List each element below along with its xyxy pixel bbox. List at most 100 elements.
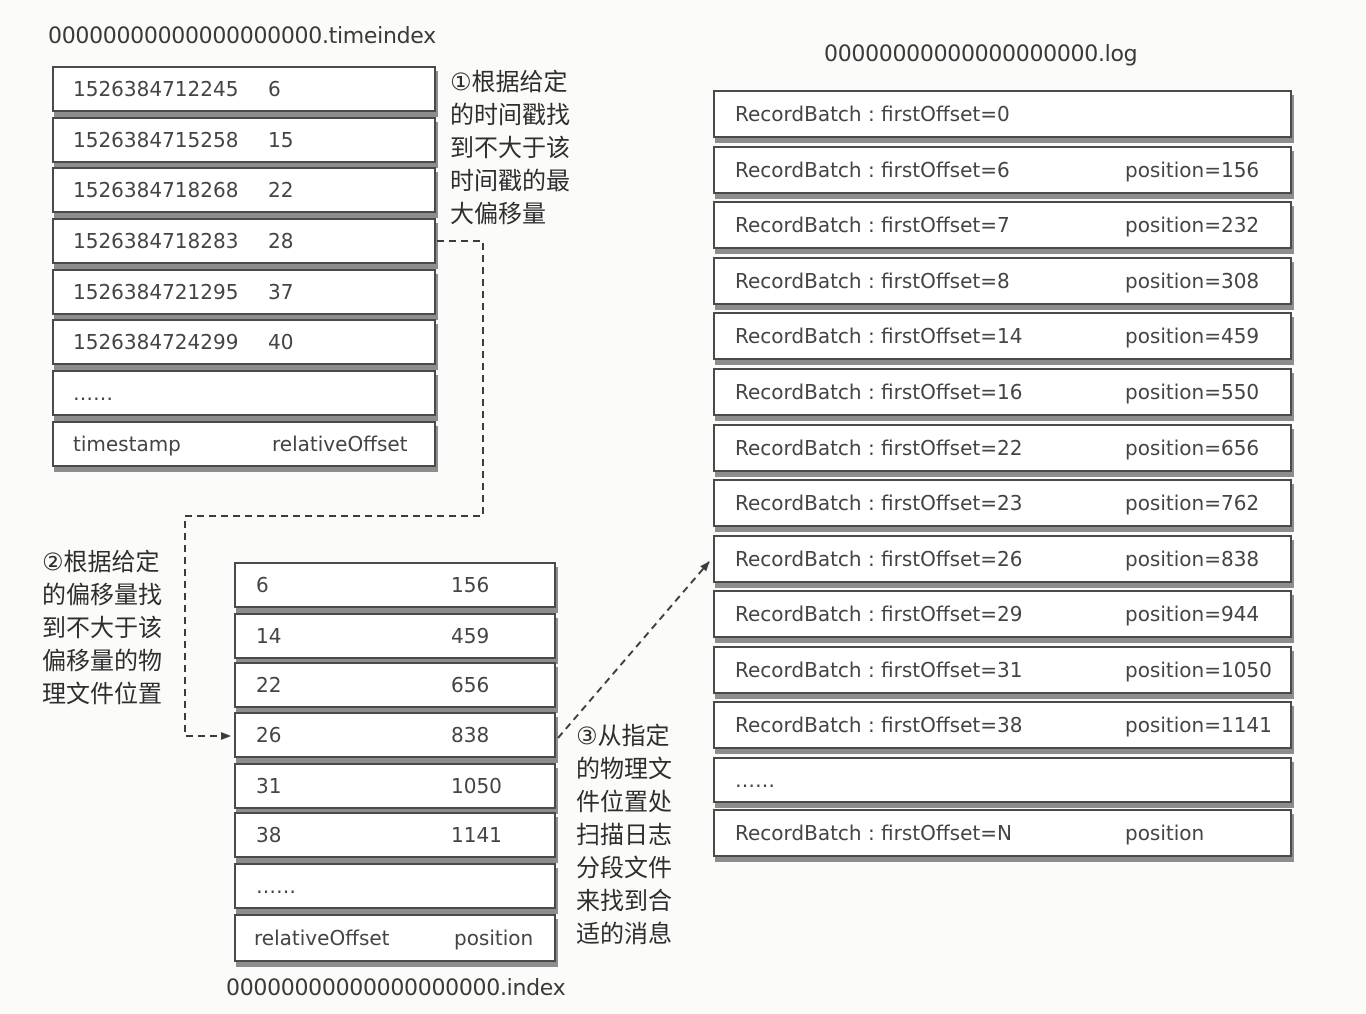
position-cell: 1141 xyxy=(451,823,502,847)
timeindex-row: 1526384715258 15 xyxy=(52,117,436,163)
position-cell: position=550 xyxy=(1125,380,1260,404)
timeindex-row: 1526384721295 37 xyxy=(52,269,436,315)
note-line: 扫描日志 xyxy=(576,821,672,849)
log-row: RecordBatch : firstOffset=31 position=10… xyxy=(713,646,1292,694)
record-batch-label: RecordBatch : firstOffset=22 xyxy=(735,436,1023,460)
timestamp-cell: 1526384724299 xyxy=(73,330,239,354)
log-row: RecordBatch : firstOffset=22 position=65… xyxy=(713,424,1292,472)
position-cell: position=656 xyxy=(1125,436,1260,460)
record-batch-label: RecordBatch : firstOffset=16 xyxy=(735,380,1023,404)
note-line: ②根据给定 xyxy=(42,548,160,576)
record-batch-label: RecordBatch : firstOffset=29 xyxy=(735,602,1023,626)
index-header-row: relativeOffset position xyxy=(234,914,556,962)
position-cell: position=838 xyxy=(1125,547,1260,571)
step1-note: ①根据给定 的时间戳找 到不大于该 时间戳的最 大偏移量 xyxy=(450,66,570,231)
note-line: 到不大于该 xyxy=(450,134,570,162)
record-batch-label: RecordBatch : firstOffset=8 xyxy=(735,269,1010,293)
relative-offset-header: relativeOffset xyxy=(272,432,408,456)
offset-cell: 6 xyxy=(268,77,281,101)
log-row: RecordBatch : firstOffset=38 position=11… xyxy=(713,701,1292,749)
index-row: 22 656 xyxy=(234,662,556,708)
index-ellipsis-row: …… xyxy=(234,863,556,909)
note-line: 分段文件 xyxy=(576,854,672,882)
offset-cell: 14 xyxy=(256,624,282,648)
offset-cell: 15 xyxy=(268,128,294,152)
record-batch-label: RecordBatch : firstOffset=14 xyxy=(735,324,1023,348)
position-cell: position=1050 xyxy=(1125,658,1272,682)
timeindex-to-index-connector xyxy=(184,240,484,740)
record-batch-label: RecordBatch : firstOffset=6 xyxy=(735,158,1010,182)
position-header: position xyxy=(454,926,534,950)
position-cell: 156 xyxy=(451,573,490,597)
ellipsis: …… xyxy=(73,381,113,405)
log-row: RecordBatch : firstOffset=29 position=94… xyxy=(713,590,1292,638)
note-line: 大偏移量 xyxy=(450,200,546,228)
log-ellipsis-row: …… xyxy=(713,757,1292,803)
timeindex-row: 1526384718283 28 xyxy=(52,218,436,264)
note-line: ①根据给定 xyxy=(450,68,568,96)
timestamp-cell: 1526384718268 xyxy=(73,178,239,202)
note-line: 件位置处 xyxy=(576,788,672,816)
note-line: 到不大于该 xyxy=(42,614,162,642)
index-row: 6 156 xyxy=(234,562,556,608)
position-cell: 459 xyxy=(451,624,490,648)
timeindex-row: 1526384718268 22 xyxy=(52,167,436,213)
note-line: 的时间戳找 xyxy=(450,101,570,129)
timestamp-cell: 1526384718283 xyxy=(73,229,239,253)
log-row: RecordBatch : firstOffset=8 position=308 xyxy=(713,257,1292,305)
position-cell: 1050 xyxy=(451,774,502,798)
timeindex-header-row: timestamp relativeOffset xyxy=(52,421,436,467)
log-filename: 00000000000000000000.log xyxy=(824,42,1138,67)
offset-cell: 6 xyxy=(256,573,269,597)
position-cell: position=944 xyxy=(1125,602,1260,626)
timestamp-cell: 1526384712245 xyxy=(73,77,239,101)
record-batch-label: RecordBatch : firstOffset=N xyxy=(735,821,1012,845)
offset-cell: 28 xyxy=(268,229,294,253)
relative-offset-header: relativeOffset xyxy=(254,926,390,950)
log-row: RecordBatch : firstOffset=16 position=55… xyxy=(713,368,1292,416)
record-batch-label: RecordBatch : firstOffset=0 xyxy=(735,102,1010,126)
log-row: RecordBatch : firstOffset=0 xyxy=(713,90,1292,138)
record-batch-label: RecordBatch : firstOffset=31 xyxy=(735,658,1023,682)
record-batch-label: RecordBatch : firstOffset=23 xyxy=(735,491,1023,515)
index-row: 26 838 xyxy=(234,712,556,758)
timestamp-cell: 1526384721295 xyxy=(73,280,239,304)
position-cell: position xyxy=(1125,821,1205,845)
note-line: 的偏移量找 xyxy=(42,581,162,609)
step2-note: ②根据给定 的偏移量找 到不大于该 偏移量的物 理文件位置 xyxy=(42,546,162,711)
note-line: 偏移量的物 xyxy=(42,647,162,675)
log-row: RecordBatch : firstOffset=6 position=156 xyxy=(713,146,1292,194)
offset-cell: 40 xyxy=(268,330,294,354)
position-cell: position=762 xyxy=(1125,491,1260,515)
note-line: 时间戳的最 xyxy=(450,167,570,195)
offset-cell: 22 xyxy=(256,673,282,697)
record-batch-label: RecordBatch : firstOffset=38 xyxy=(735,713,1023,737)
timeindex-filename: 00000000000000000000.timeindex xyxy=(48,24,436,49)
timeindex-row: 1526384712245 6 xyxy=(52,66,436,112)
record-batch-label: RecordBatch : firstOffset=7 xyxy=(735,213,1010,237)
record-batch-label: RecordBatch : firstOffset=26 xyxy=(735,547,1023,571)
index-row: 38 1141 xyxy=(234,812,556,858)
timestamp-cell: 1526384715258 xyxy=(73,128,239,152)
note-line: 理文件位置 xyxy=(42,680,162,708)
position-cell: position=308 xyxy=(1125,269,1260,293)
offset-cell: 38 xyxy=(256,823,282,847)
note-line: 来找到合 xyxy=(576,887,672,915)
position-cell: position=1141 xyxy=(1125,713,1272,737)
ellipsis: …… xyxy=(256,874,296,898)
index-row: 31 1050 xyxy=(234,763,556,809)
index-filename: 00000000000000000000.index xyxy=(226,976,566,1001)
offset-cell: 37 xyxy=(268,280,294,304)
position-cell: position=459 xyxy=(1125,324,1260,348)
position-cell: position=156 xyxy=(1125,158,1260,182)
ellipsis: …… xyxy=(735,768,775,792)
position-cell: position=232 xyxy=(1125,213,1260,237)
timeindex-row: 1526384724299 40 xyxy=(52,319,436,365)
note-line: 的物理文 xyxy=(576,755,672,783)
position-cell: 656 xyxy=(451,673,490,697)
log-row: RecordBatch : firstOffset=26 position=83… xyxy=(713,535,1292,583)
step3-note: ③从指定 的物理文 件位置处 扫描日志 分段文件 来找到合 适的消息 xyxy=(576,720,672,951)
offset-cell: 26 xyxy=(256,723,282,747)
log-row: RecordBatch : firstOffset=7 position=232 xyxy=(713,201,1292,249)
